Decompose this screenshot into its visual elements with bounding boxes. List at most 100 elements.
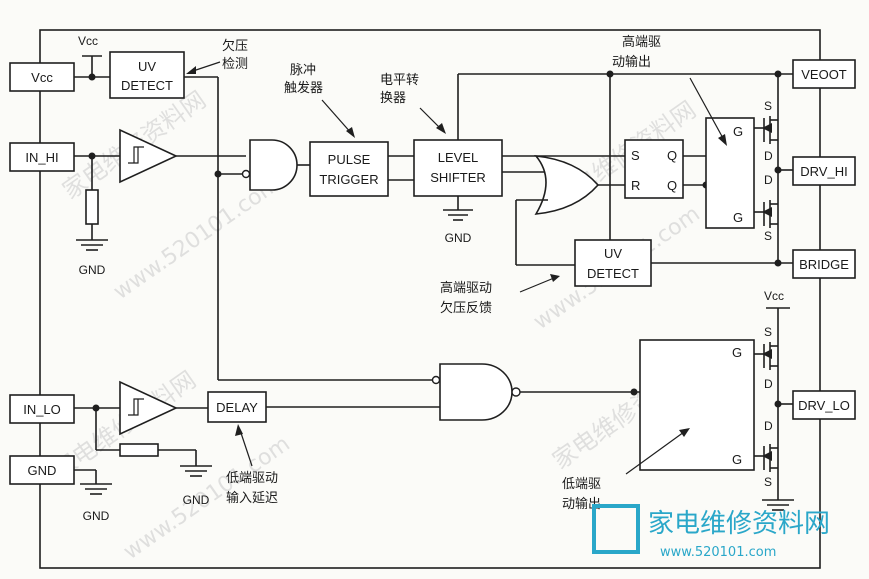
high-uv-note-arrowhead [550,274,560,282]
watermark-site-1: www.520101.com [109,171,285,304]
pulse-trigger-line2: TRIGGER [319,172,378,187]
level-shifter-line1: LEVEL [438,150,478,165]
node-drv-lo [774,400,782,408]
mos3-arrow [762,349,772,359]
mos1-arrow [762,123,772,133]
low-delay-note-line2: 输入延迟 [226,490,278,506]
latch-s-label: S [631,148,640,163]
pin-drv-lo-label: DRV_LO [798,398,850,413]
high-out-note-line1: 高端驱 [622,34,661,50]
high-uv-note-line2: 欠压反馈 [440,300,492,316]
mos-s2-label: S [764,229,772,243]
pin-veoot-label: VEOOT [801,67,847,82]
pin-gnd [9,455,75,485]
pin-in-hi-label: IN_HI [25,150,58,165]
pulse-note-line1: 脉冲 [290,63,316,78]
pulse-note-line2: 触发器 [284,80,323,96]
low-out-note-line2: 动输出 [562,496,601,512]
pulse-trigger-block [309,141,389,197]
pulse-note-arrowhead [346,127,355,138]
level-shifter-line2: SHIFTER [430,170,486,185]
pin-bridge [792,249,856,279]
resistor-hi [85,189,99,225]
pin-drv-lo [792,390,856,420]
or-gate-hi [534,155,600,215]
uv-detect-2-line1: UV [604,246,622,261]
high-out-note-arrow [689,77,725,141]
mos-s3-label: S [764,325,772,339]
and-gate-hi [249,139,298,191]
delay-label: DELAY [216,400,258,415]
level-note-line2: 换器 [380,91,406,106]
pin-drv-hi [792,156,856,186]
site-logo: 家电维修资料网 www.520101.com [592,504,830,560]
vcc-right-label: Vcc [764,289,784,303]
latch-q2-label: Q [667,178,677,193]
uv-detect-2-line2: DETECT [587,266,639,281]
pin-bridge-label: BRIDGE [799,257,849,272]
nand-inverted-input [431,375,441,385]
pulse-note-arrow [321,99,353,135]
mos-g1-label: G [733,124,743,139]
mos-d1-label: D [764,149,773,163]
mos-g4-label: G [732,452,742,467]
low-delay-note-arrowhead [235,424,243,436]
chip-outline [39,29,821,569]
schmitt-buffer-hi [119,128,178,184]
pin-vcc-label: Vcc [31,70,53,85]
latch-q1-label: Q [667,148,677,163]
uv-note-arrowhead [186,66,196,74]
level-note-arrowhead [436,123,446,134]
nand-output-bubble [511,387,521,397]
and-inverted-input [241,169,251,179]
vcc-top-label: Vcc [78,34,98,48]
mos2-arrow [762,207,772,217]
pulse-trigger-line1: PULSE [328,152,371,167]
gnd-lo-res-label: GND [183,493,210,507]
nand-gate-lo [439,363,513,421]
site-logo-text: 家电维修资料网 [648,509,830,539]
mos-d4-label: D [764,419,773,433]
site-logo-mark [592,504,640,554]
mos-d2-label: D [764,173,773,187]
uv-detect-1-line1: UV [138,59,156,74]
level-note-line1: 电平转 [380,73,419,88]
schmitt-buffer-lo [119,380,178,436]
mos-s4-label: S [764,475,772,489]
high-uv-note-arrow [519,277,555,293]
high-out-note-line2: 动输出 [612,54,651,70]
low-out-note-arrow [625,431,685,475]
site-logo-url: www.520101.com [660,545,776,560]
uv-detect-block-1 [109,51,185,99]
latch-r-label: R [631,178,640,193]
gnd-ls-label: GND [445,231,472,245]
gnd-hi-label: GND [79,263,106,277]
mos-g2-label: G [733,210,743,225]
schmitt-symbol-lo [128,398,144,416]
pin-drv-hi-label: DRV_HI [800,164,847,179]
low-side-driver [639,339,755,471]
low-delay-note-line1: 低端驱动 [226,471,278,486]
low-out-note-arrowhead [679,428,690,437]
pin-in-lo [9,394,75,424]
pin-in-lo-label: IN_LO [23,402,61,417]
low-out-note-line1: 低端驱 [562,477,601,492]
gnd-pin-ground-label: GND [83,509,110,523]
low-delay-note-arrow [239,429,253,467]
mos-s1-label: S [764,99,772,113]
uv-note-line2: 检测 [222,57,248,72]
schmitt-symbol-hi [128,146,144,164]
delay-block [207,391,267,423]
pin-in-hi [9,142,75,172]
uv-detect-1-line2: DETECT [121,78,173,93]
uv-note-line1: 欠压 [222,38,248,54]
pin-veoot [792,59,856,89]
high-uv-note-line1: 高端驱动 [440,280,492,296]
node-nand-out [630,388,638,396]
mos4-arrow [762,451,772,461]
high-out-note-arrowhead [718,134,727,146]
mos-g3-label: G [732,345,742,360]
mos-d3-label: D [764,377,773,391]
